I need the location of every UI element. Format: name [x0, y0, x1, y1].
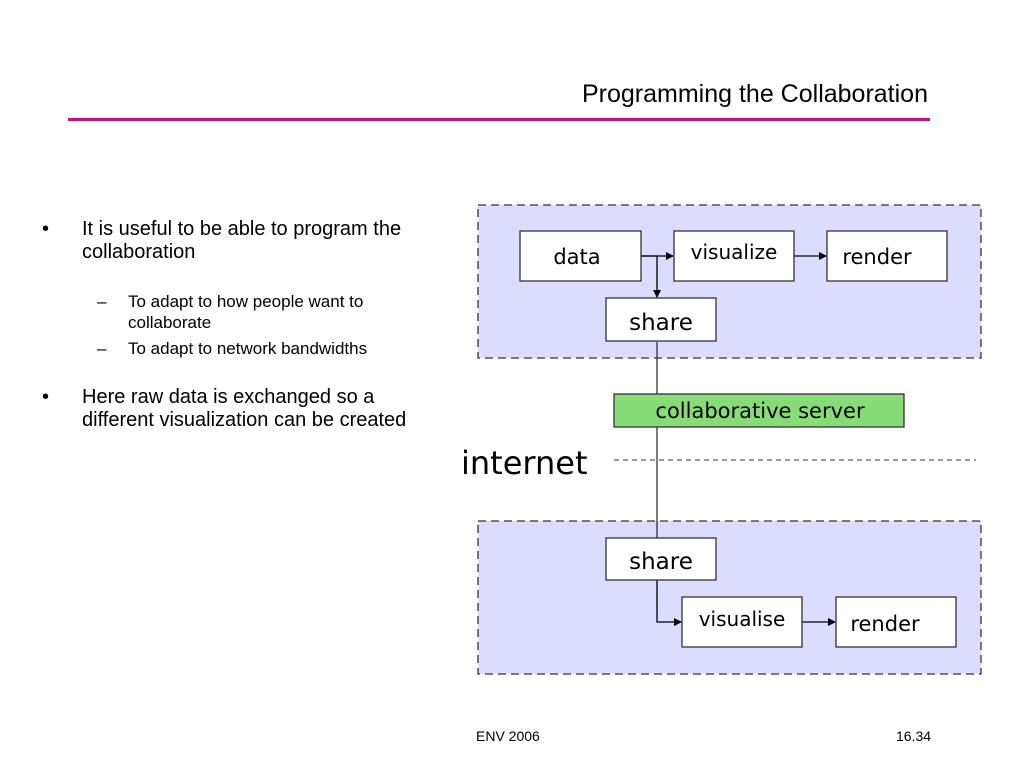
share-node-top: share [605, 297, 717, 342]
bullet-item: • Here raw data is exchanged so a differ… [42, 386, 422, 432]
collaborative-server-node: collaborative server [613, 393, 905, 428]
render-node-bottom: render [835, 596, 957, 648]
footer-left: ENV 2006 [476, 728, 540, 744]
data-node: data [519, 230, 642, 282]
render-node: render [826, 230, 948, 282]
sub-bullet-item: – To adapt to how people want to collabo… [42, 291, 422, 333]
visualise-node: visualise [681, 596, 803, 648]
page-number: 16.34 [896, 728, 932, 744]
bullet-dot: • [42, 218, 50, 240]
sub-bullet-text: To adapt to how people want to collabora… [128, 292, 364, 332]
server-label: collaborative server [655, 399, 865, 423]
render-node-label: render [842, 245, 912, 269]
share-node-label: share [629, 310, 693, 336]
visualise-node-label: visualise [699, 607, 786, 631]
sub-bullet-item: – To adapt to network bandwidths [42, 338, 422, 359]
title-rule [68, 118, 930, 121]
bullet-item: • It is useful to be able to program the… [42, 218, 422, 264]
sub-bullet-dash: – [97, 339, 107, 358]
bullet-text: Here raw data is exchanged so a differen… [82, 386, 407, 431]
render-node-label: render [850, 612, 920, 636]
sub-bullet-dash: – [97, 292, 107, 311]
share-node-label: share [629, 549, 693, 575]
bullet-list: • It is useful to be able to program the… [42, 218, 422, 432]
data-to-share-arrow [641, 255, 661, 298]
bullet-dot: • [42, 386, 50, 408]
data-node-label: data [553, 245, 600, 269]
internet-label: internet [461, 444, 588, 482]
slide-title: Programming the Collaboration [581, 80, 928, 108]
bullet-text: It is useful to be able to program the c… [82, 218, 402, 263]
share-node-bottom: share [605, 537, 717, 581]
sub-bullet-text: To adapt to network bandwidths [128, 339, 368, 358]
visualize-node-label: visualize [691, 240, 778, 264]
visualize-node: visualize [673, 230, 795, 282]
share-to-visualise-arrow [656, 580, 682, 626]
